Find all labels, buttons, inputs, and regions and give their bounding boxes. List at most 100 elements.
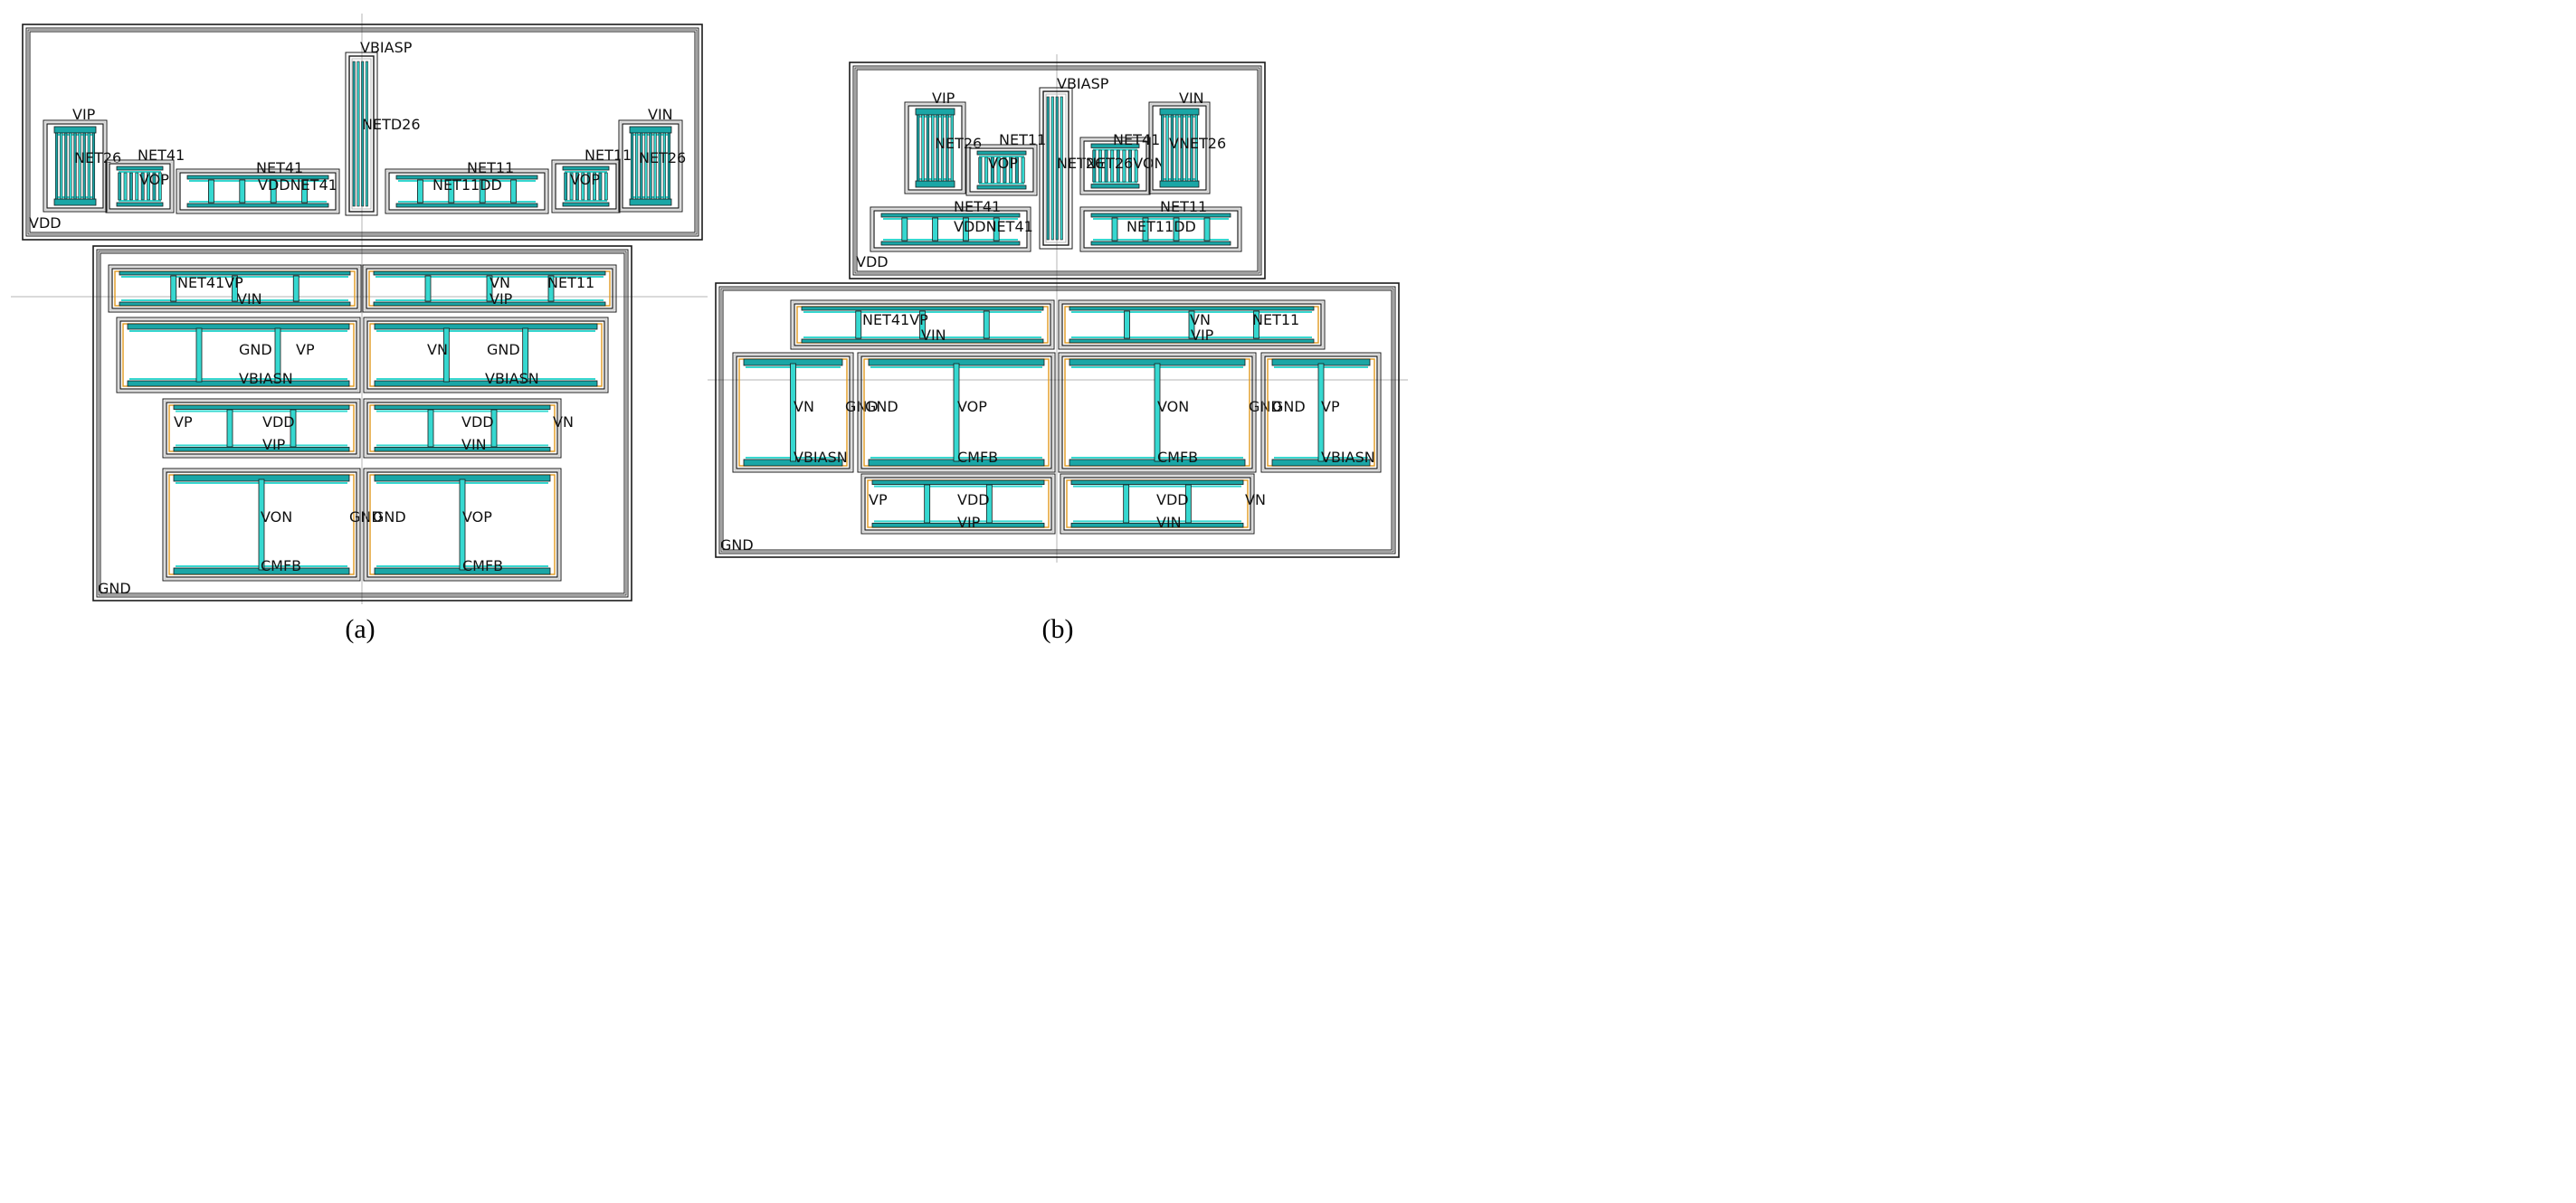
net-label: VDD (29, 214, 62, 232)
net-label: VIN (648, 106, 673, 123)
net-label: VP (296, 341, 315, 358)
nmos-well-frame (715, 282, 1400, 558)
net-label: VIN (1156, 514, 1182, 531)
net-label: NET11DD (1126, 218, 1196, 235)
nmos-device: VN GND VBIASN (363, 317, 609, 393)
net-label: CMFB (957, 449, 998, 466)
net-label: VBIASN (485, 370, 539, 387)
net-label: VIN (921, 327, 946, 344)
net-label: VDDNET41 (258, 176, 337, 194)
net-label: VON (1157, 398, 1189, 415)
net-label: NET11 (467, 159, 514, 176)
net-label: VP (174, 413, 193, 431)
nmos-device: GND VP VBIASN (1260, 352, 1382, 473)
net-label: VP (1321, 398, 1340, 415)
net-label: NET11DD (433, 176, 502, 194)
net-label: VN (1190, 311, 1211, 328)
pmos-well-frame (22, 24, 703, 241)
net-label: GND (98, 580, 131, 597)
net-label: VOP (139, 171, 169, 188)
net-label: VOP (988, 155, 1018, 172)
net-label: NET26 (639, 149, 686, 166)
panel-caption: (a) (345, 614, 375, 644)
net-label: CMFB (462, 557, 503, 574)
net-label: VIP (1191, 327, 1214, 344)
net-label: VDDNET41 (954, 218, 1033, 235)
net-label: VN (490, 274, 510, 291)
net-label: NET41 (1113, 131, 1160, 148)
net-label: NET41 (954, 198, 1001, 215)
net-label: VN (427, 341, 448, 358)
net-label: NET41 (256, 159, 303, 176)
net-label: NET11 (585, 147, 632, 164)
net-label: VIP (490, 290, 513, 308)
nmos-device: VP VDD VIP (162, 398, 361, 459)
net-label: NET41VP (862, 311, 928, 328)
nmos-device: GND VOP CMFB (857, 352, 1056, 473)
net-label: NET11 (547, 274, 594, 291)
net-label: GND (239, 341, 272, 358)
net-label: NET11 (1160, 198, 1207, 215)
net-label: GND (1272, 398, 1306, 415)
net-label: VIN (461, 436, 487, 453)
net-label: VDD (461, 413, 494, 431)
net-label: VBIASP (1057, 75, 1109, 92)
net-label: VBIASN (1321, 449, 1375, 466)
net-label: VOP (957, 398, 987, 415)
net-label: GND (487, 341, 520, 358)
pmos-well-frame (849, 62, 1266, 279)
net-label: VDD (1156, 491, 1189, 508)
net-label: VIP (932, 90, 955, 107)
net-label: VNET26 (1169, 135, 1226, 152)
panel-caption: (b) (1042, 614, 1074, 644)
net-label: VIP (957, 514, 981, 531)
net-label: CMFB (1157, 449, 1198, 466)
net-label: CMFB (261, 557, 301, 574)
net-label: VOP (570, 171, 600, 188)
net-label: NET41VP (177, 274, 243, 291)
net-label: VOP (462, 508, 492, 526)
net-label: VN (794, 398, 814, 415)
net-label: VON (261, 508, 292, 526)
net-label: VP (869, 491, 888, 508)
pmos-device: VIP NET26 (904, 90, 982, 194)
net-label: VDD (262, 413, 295, 431)
net-label: VIP (262, 436, 286, 453)
net-label: GND (865, 398, 898, 415)
net-label: VIP (72, 106, 96, 123)
net-label: GND (720, 536, 754, 554)
net-label: NET11 (999, 131, 1046, 148)
net-label: NET11 (1252, 311, 1299, 328)
net-label: VDD (856, 253, 889, 270)
net-label: NET26 (935, 135, 982, 152)
net-label: VIN (1179, 90, 1204, 107)
net-label: NET26VON (1086, 155, 1164, 172)
net-label: VIN (237, 290, 262, 308)
net-label: NETD26 (362, 116, 421, 133)
